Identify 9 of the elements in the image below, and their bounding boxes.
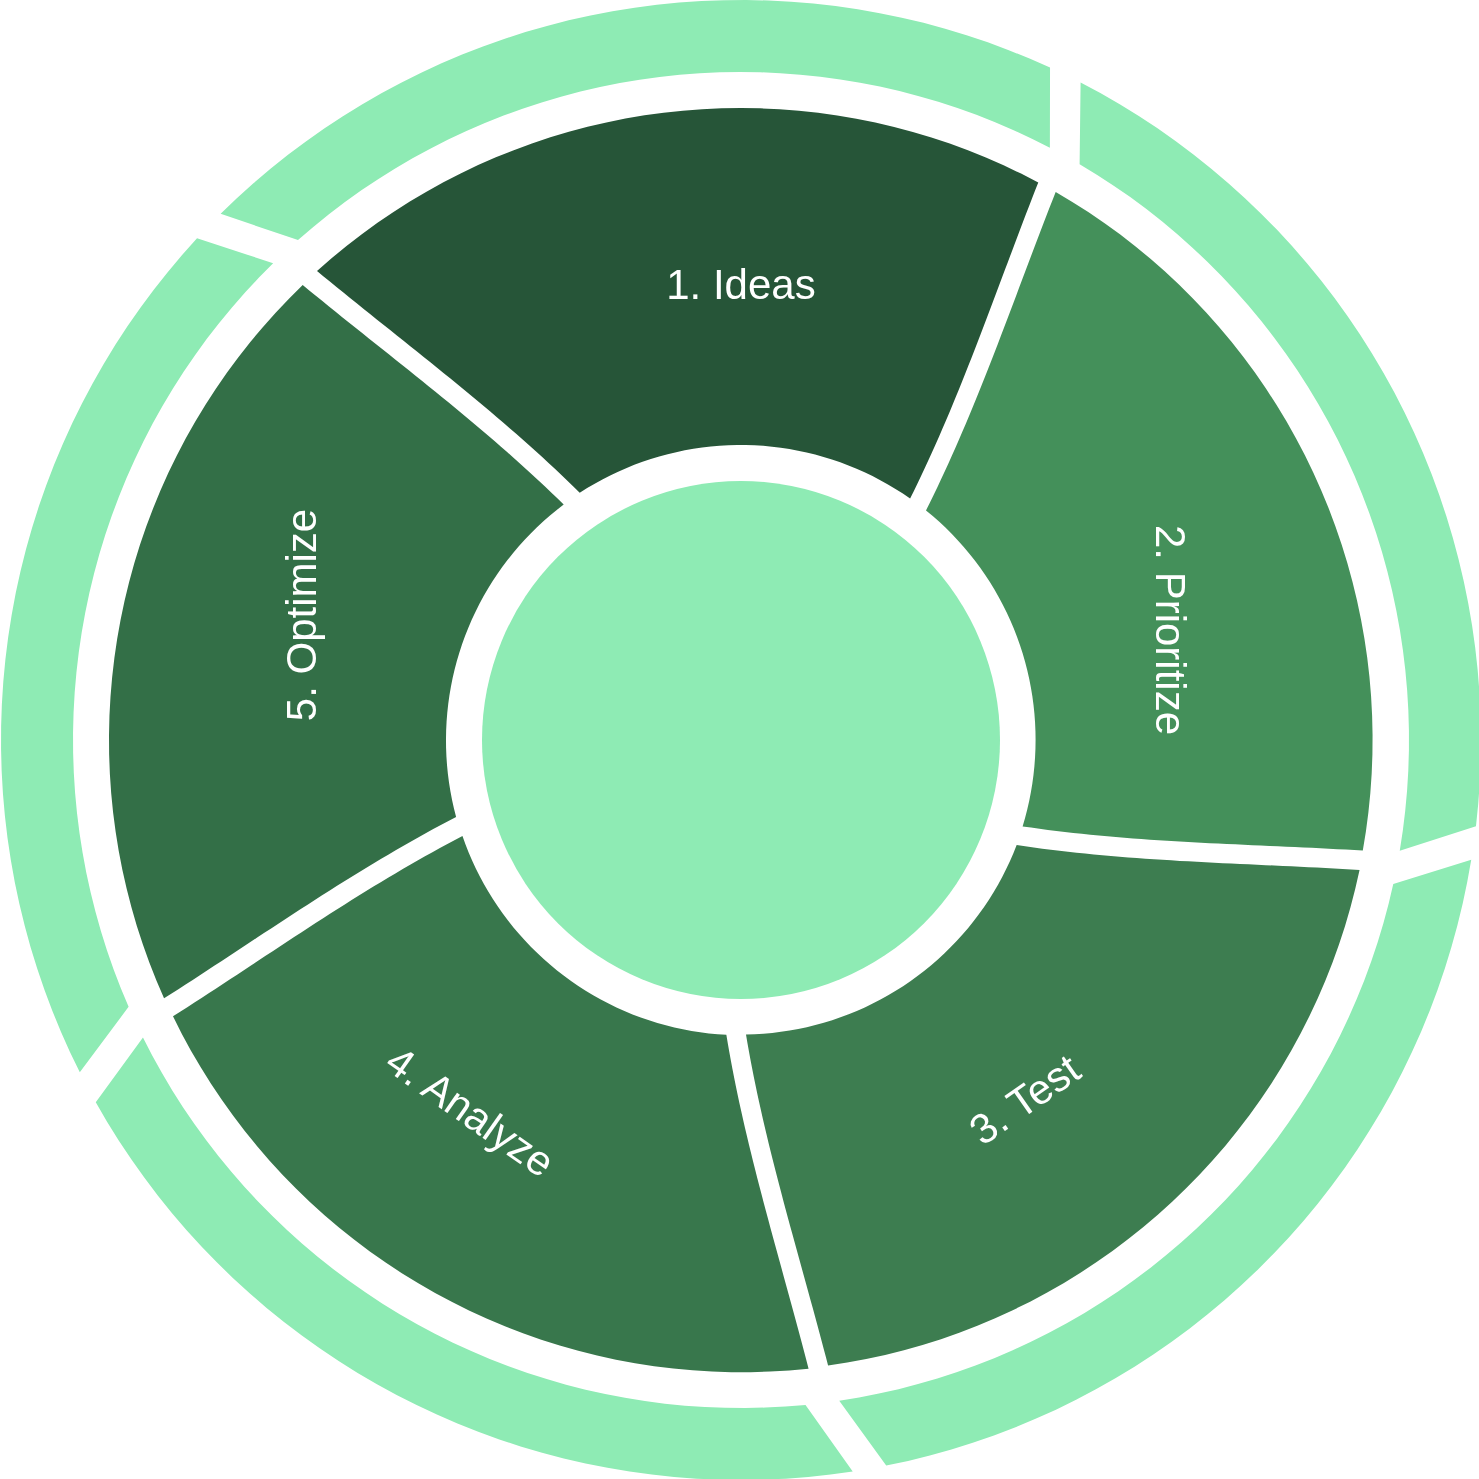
cycle-segment <box>172 835 809 1372</box>
cycle-segment <box>317 108 1039 499</box>
cycle-segment <box>109 284 564 998</box>
cycle-segment <box>926 192 1373 851</box>
segment-label: 1. Ideas <box>666 261 816 309</box>
cycle-segment <box>745 845 1360 1366</box>
segment-label: 5. Optimize <box>278 508 326 722</box>
segment-label: 3. Test <box>961 1045 1089 1155</box>
segment-label: 2. Prioritize <box>1146 524 1194 735</box>
